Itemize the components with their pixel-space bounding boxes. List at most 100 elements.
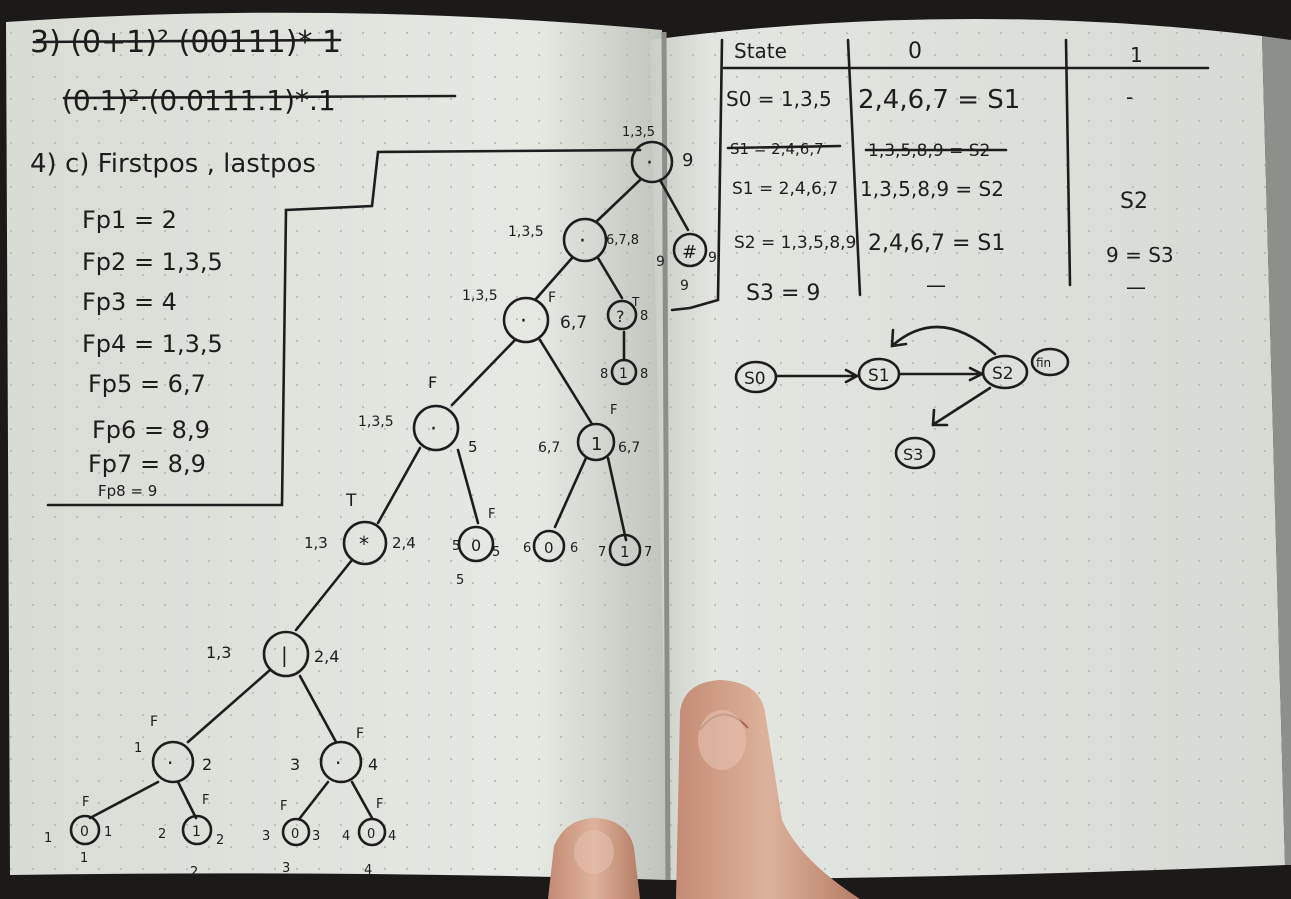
table-col-divider	[846, 38, 862, 297]
node-nullable: F	[610, 403, 617, 418]
node-symbol: #	[682, 242, 697, 263]
row-on0: 2,4,6,7 = S1	[858, 85, 1020, 115]
node-firstpos: 1,3	[304, 534, 328, 552]
tree-node-concat-a: · 1,3,5 6,7,8	[508, 217, 639, 263]
row-state: S1 = 2,4,6,7	[730, 140, 824, 158]
node-symbol: |	[281, 643, 288, 667]
state-s3: S3	[894, 436, 936, 470]
table-row: S2 = 1,3,5,8,9 2,4,6,7 = S1 9 = S3	[734, 231, 1174, 267]
node-lastpos: 6,7	[560, 313, 587, 333]
node-firstpos: 3	[290, 755, 300, 774]
thumb-photo	[676, 680, 860, 899]
box-outline	[46, 148, 642, 507]
node-position: 3	[282, 861, 290, 876]
node-lastpos: 7	[644, 545, 652, 560]
node-firstpos: 1,3,5	[462, 288, 498, 304]
node-firstpos: 6,7	[538, 440, 560, 456]
node-symbol: ·	[430, 417, 437, 442]
fp-item: Fp7 = 8,9	[88, 450, 206, 478]
node-nullable: F	[548, 290, 556, 306]
row-state: S2 = 1,3,5,8,9	[734, 233, 856, 253]
state-label: S3	[903, 445, 923, 464]
strike-line-1	[32, 38, 342, 44]
section-title: 4) c) Firstpos , lastpos	[30, 149, 316, 179]
tree-node-leaf-6: 0 6 6	[523, 529, 578, 563]
tree-edges	[88, 178, 690, 820]
node-firstpos: 1,3,5	[508, 224, 544, 240]
tree-node-leaf-8: 1 8 8	[600, 358, 648, 386]
node-lastpos: 8	[640, 367, 648, 382]
state-s2: S2 fin	[981, 347, 1070, 390]
tree-node-leaf-3: 0 3 3 3 F	[262, 799, 320, 876]
row-on1: 9 = S3	[1106, 243, 1174, 267]
node-nullable: F	[150, 714, 158, 730]
node-lastpos: 2,4	[314, 647, 339, 666]
node-symbol: 0	[291, 827, 299, 842]
state-label: S0	[744, 369, 766, 389]
node-firstpos: 1,3	[206, 643, 231, 662]
row-on1: -	[1126, 85, 1133, 109]
row-state: S0 = 1,3,5	[726, 87, 832, 111]
node-symbol: 0	[367, 827, 375, 842]
tree-node-concat-b: · 1,3,5 6,7 F	[462, 288, 587, 344]
table-left-brace	[670, 38, 724, 312]
fp-item: Fp8 = 9	[98, 482, 157, 500]
strike-line	[726, 144, 842, 150]
tree-node-union-b: | 1,3 2,4	[206, 630, 339, 678]
dfa-diagram: S0 S1 S2 fin S3	[734, 325, 1070, 470]
table-row-struck: S1 = 2,4,6,7 1,3,5,8,9 = S2	[726, 140, 1008, 161]
node-nullable: F	[202, 793, 209, 808]
table-header-0: 0	[908, 39, 922, 64]
node-firstpos: 2	[158, 827, 166, 842]
row-on1: —	[1126, 275, 1146, 299]
tree-node-concat-e: · 3 4 F	[290, 726, 378, 784]
node-firstpos: 4	[342, 829, 350, 844]
tree-node-root: · 1,3,5 9	[622, 125, 693, 184]
fp-item: Fp3 = 4	[82, 288, 177, 316]
tree-node-star: * 1,3 2,4 T	[304, 491, 416, 566]
spine-shadow	[661, 31, 671, 881]
table-header-state: State	[734, 39, 787, 63]
node-lastpos: 1	[104, 825, 112, 840]
node-lastpos: 3	[312, 829, 320, 844]
right-page	[650, 18, 1291, 880]
tree-node-concat-d: · 1 2 F	[134, 714, 212, 784]
strike-line-2	[62, 94, 457, 100]
fp-item: Fp1 = 2	[82, 206, 177, 234]
node-symbol: 0	[471, 536, 481, 555]
node-lastpos: 5	[492, 545, 500, 560]
node-position: 4	[364, 863, 372, 878]
tree-node-union-a: 1 6,7 6,7 F	[538, 403, 640, 462]
tree-node-concat-c: · 1,3,5 5 F	[358, 373, 478, 456]
node-lastpos: 6,7	[618, 440, 640, 456]
table-row: S1 = 2,4,6,7 1,3,5,8,9 = S2 S2	[732, 177, 1148, 214]
table-col-divider	[1064, 38, 1072, 287]
transition-arrow	[890, 325, 997, 356]
node-symbol: ·	[579, 229, 586, 254]
row-on0: 1,3,5,8,9 = S2	[860, 177, 1004, 201]
node-symbol: 0	[544, 539, 554, 557]
row-on1: S2	[1120, 189, 1148, 214]
tree-node-leaf-4: 0 4 4 4 F	[342, 797, 396, 878]
node-firstpos: 9	[656, 254, 665, 270]
node-nullable: F	[488, 507, 495, 522]
node-nullable: F	[82, 795, 89, 810]
node-lastpos: 9	[708, 250, 717, 266]
row-state: S1 = 2,4,6,7	[732, 179, 838, 199]
table-row: S3 = 9 — —	[746, 273, 1146, 306]
node-symbol: ·	[646, 151, 653, 176]
node-position: 2	[190, 865, 198, 880]
node-lastpos: 2	[202, 755, 212, 774]
node-symbol: 1	[620, 543, 630, 561]
node-nullable: F	[356, 726, 364, 742]
node-firstpos: 8	[600, 367, 608, 382]
node-lastpos: 8	[640, 309, 648, 324]
node-firstpos: 3	[262, 829, 270, 844]
node-symbol: *	[359, 532, 369, 556]
state-label: S1	[868, 366, 890, 386]
node-lastpos: 6,7,8	[606, 233, 639, 248]
state-label: S2	[992, 364, 1014, 384]
tree-node-leaf-7: 1 7 7	[598, 533, 652, 567]
tree-node-leaf-2: 1 2 2 2 F	[158, 793, 224, 880]
